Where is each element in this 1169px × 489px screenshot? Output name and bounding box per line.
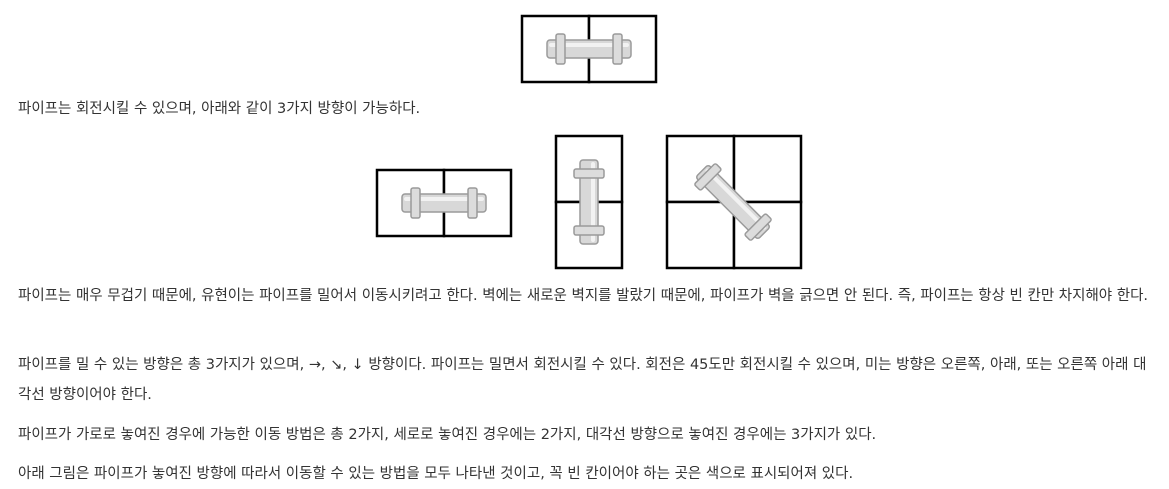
grid-cell: [665, 200, 736, 270]
pipe-icon: [546, 33, 632, 65]
paragraph-pushing: 파이프는 매우 무겁기 때문에, 유현이는 파이프를 밀어서 이동시키려고 한다…: [18, 288, 1149, 304]
top-pipe-figure: [520, 14, 658, 84]
orientation-horizontal-figure: [375, 168, 513, 238]
paragraph-figure-note: 아래 그림은 파이프가 놓여진 방향에 따라서 이동할 수 있는 방법을 모두 …: [18, 466, 854, 482]
grid-cell: [732, 134, 803, 204]
pipe-icon: [694, 163, 772, 241]
orientation-vertical-figure: [554, 134, 624, 270]
orientation-diagonal-figure: [665, 134, 803, 270]
pipe-icon: [573, 159, 605, 245]
pipe-icon: [401, 187, 487, 219]
paragraph-rotation: 파이프는 회전시킬 수 있으며, 아래와 같이 3가지 방향이 가능하다.: [18, 101, 421, 117]
paragraph-move-counts: 파이프가 가로로 놓여진 경우에 가능한 이동 방법은 총 2가지, 세로로 놓…: [18, 427, 877, 443]
grid-cell: [665, 134, 736, 204]
paragraph-directions: 파이프를 밀 수 있는 방향은 총 3가지가 있으며, →, ↘, ↓ 방향이다…: [18, 357, 1147, 403]
